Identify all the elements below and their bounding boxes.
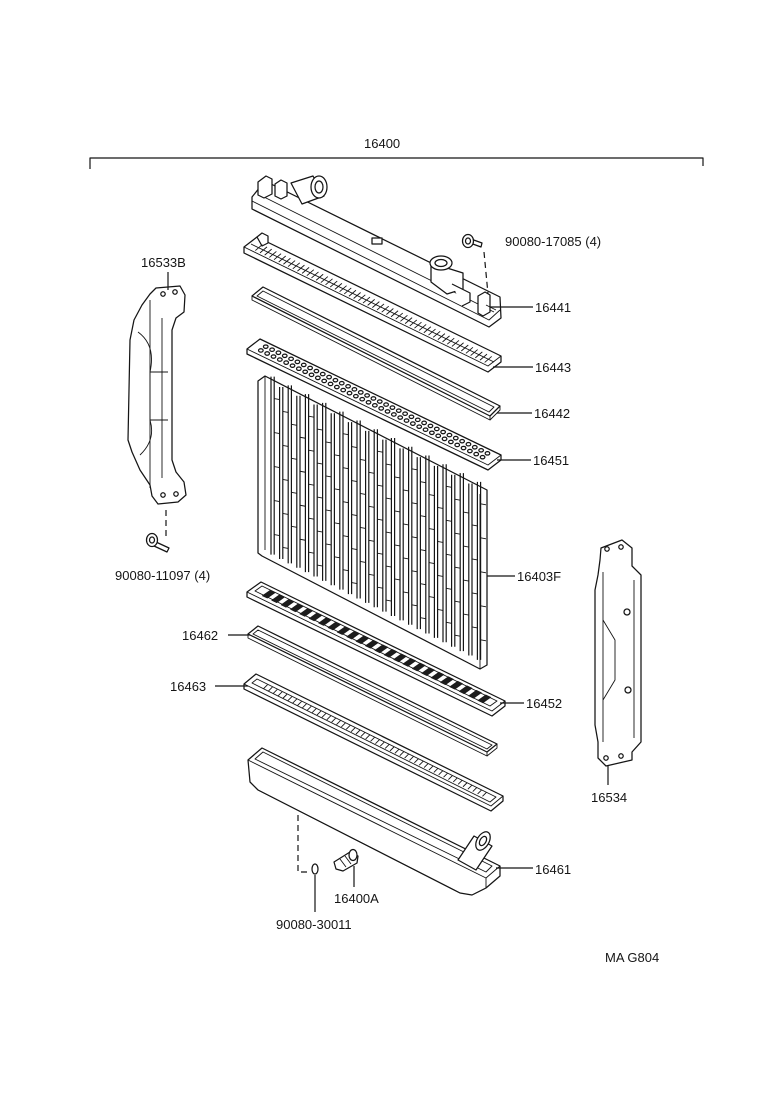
drain-cock-label: 16400A — [334, 891, 379, 906]
upper-tank-seal-label: 16443 — [535, 360, 571, 375]
left-support-label: 16533B — [141, 255, 186, 270]
lower-tank-seal — [243, 673, 504, 812]
drain-o-ring-label: 90080-30011 — [276, 917, 352, 932]
assembly-label: 16400 — [364, 136, 400, 151]
lower-tank-label: 16461 — [535, 862, 571, 877]
upper-core-plate-label: 16451 — [533, 453, 569, 468]
lower-bolt-label: 90080-11097 (4) — [115, 568, 210, 583]
drain-o-ring — [311, 863, 319, 875]
core-label: 16403F — [517, 569, 561, 584]
lower-tank-seal-label: 16463 — [170, 679, 206, 694]
upper-tank-seal — [243, 232, 502, 373]
lower-tank — [247, 747, 501, 896]
radiator-core — [257, 375, 488, 670]
assembly-bracket — [89, 157, 704, 169]
bolt-lower — [145, 532, 170, 553]
lower-gasket-label: 16462 — [182, 628, 218, 643]
upper-tank — [251, 175, 502, 328]
lower-gasket — [247, 625, 498, 757]
upper-bolt-label: 90080-17085 (4) — [505, 234, 601, 249]
upper-gasket — [251, 286, 501, 421]
upper-core-plate — [246, 338, 502, 471]
drawing-code: MA G804 — [605, 950, 659, 965]
upper-gasket-label: 16442 — [534, 406, 570, 421]
bolt-upper — [461, 233, 483, 249]
right-support — [594, 539, 642, 767]
upper-tank-label: 16441 — [535, 300, 571, 315]
left-support — [127, 285, 187, 505]
lower-core-plate — [246, 581, 506, 717]
o-ring-dash — [297, 815, 307, 873]
right-support-label: 16534 — [591, 790, 627, 805]
lower-core-plate-label: 16452 — [526, 696, 562, 711]
drain-cock — [333, 848, 359, 872]
bolt-upper-dash — [483, 251, 489, 295]
